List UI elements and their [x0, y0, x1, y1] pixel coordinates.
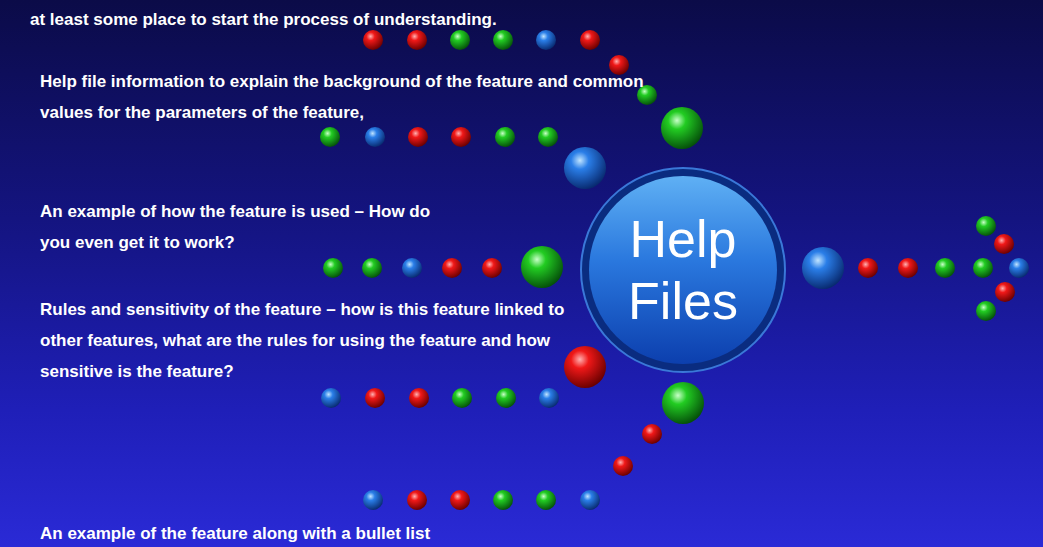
- ball: [321, 388, 341, 408]
- ball: [409, 388, 429, 408]
- ball: [365, 127, 385, 147]
- ball: [539, 388, 559, 408]
- ball: [994, 234, 1014, 254]
- slide-text: Rules and sensitivity of the feature – h…: [40, 294, 600, 387]
- slide-text: Help file information to explain the bac…: [40, 66, 660, 128]
- ball: [898, 258, 918, 278]
- ball: [935, 258, 955, 278]
- circle-fill: [589, 176, 777, 364]
- big-ball: [662, 382, 704, 424]
- slide-text: An example of how the feature is used – …: [40, 196, 435, 258]
- ball: [407, 490, 427, 510]
- ball: [408, 127, 428, 147]
- ball: [642, 424, 662, 444]
- ball: [407, 30, 427, 50]
- ball: [442, 258, 462, 278]
- ball: [496, 388, 516, 408]
- ball: [976, 301, 996, 321]
- ball: [536, 30, 556, 50]
- ball: [450, 30, 470, 50]
- slide-text: at least some place to start the process…: [30, 4, 497, 35]
- ball: [320, 127, 340, 147]
- ball: [451, 127, 471, 147]
- ball: [482, 258, 502, 278]
- ball: [858, 258, 878, 278]
- ball: [493, 490, 513, 510]
- ball: [365, 388, 385, 408]
- big-ball: [564, 346, 606, 388]
- big-ball: [661, 107, 703, 149]
- hub-circle: Help Files: [580, 167, 786, 373]
- big-ball: [564, 147, 606, 189]
- circle-outline: [580, 167, 786, 373]
- slide-text: An example of the feature along with a b…: [40, 518, 430, 547]
- ball: [995, 282, 1015, 302]
- big-ball: [802, 247, 844, 289]
- circle-ring: [581, 168, 785, 372]
- ball: [580, 30, 600, 50]
- ball: [363, 490, 383, 510]
- ball: [363, 30, 383, 50]
- ball: [580, 490, 600, 510]
- ball: [450, 490, 470, 510]
- ball: [538, 127, 558, 147]
- ball: [452, 388, 472, 408]
- ball: [493, 30, 513, 50]
- big-ball: [521, 246, 563, 288]
- ball: [402, 258, 422, 278]
- ball: [1009, 258, 1029, 278]
- ball: [536, 490, 556, 510]
- hub-text: Help Files: [608, 208, 758, 332]
- ball: [362, 258, 382, 278]
- ball: [323, 258, 343, 278]
- ball: [973, 258, 993, 278]
- ball: [976, 216, 996, 236]
- ball: [495, 127, 515, 147]
- ball: [613, 456, 633, 476]
